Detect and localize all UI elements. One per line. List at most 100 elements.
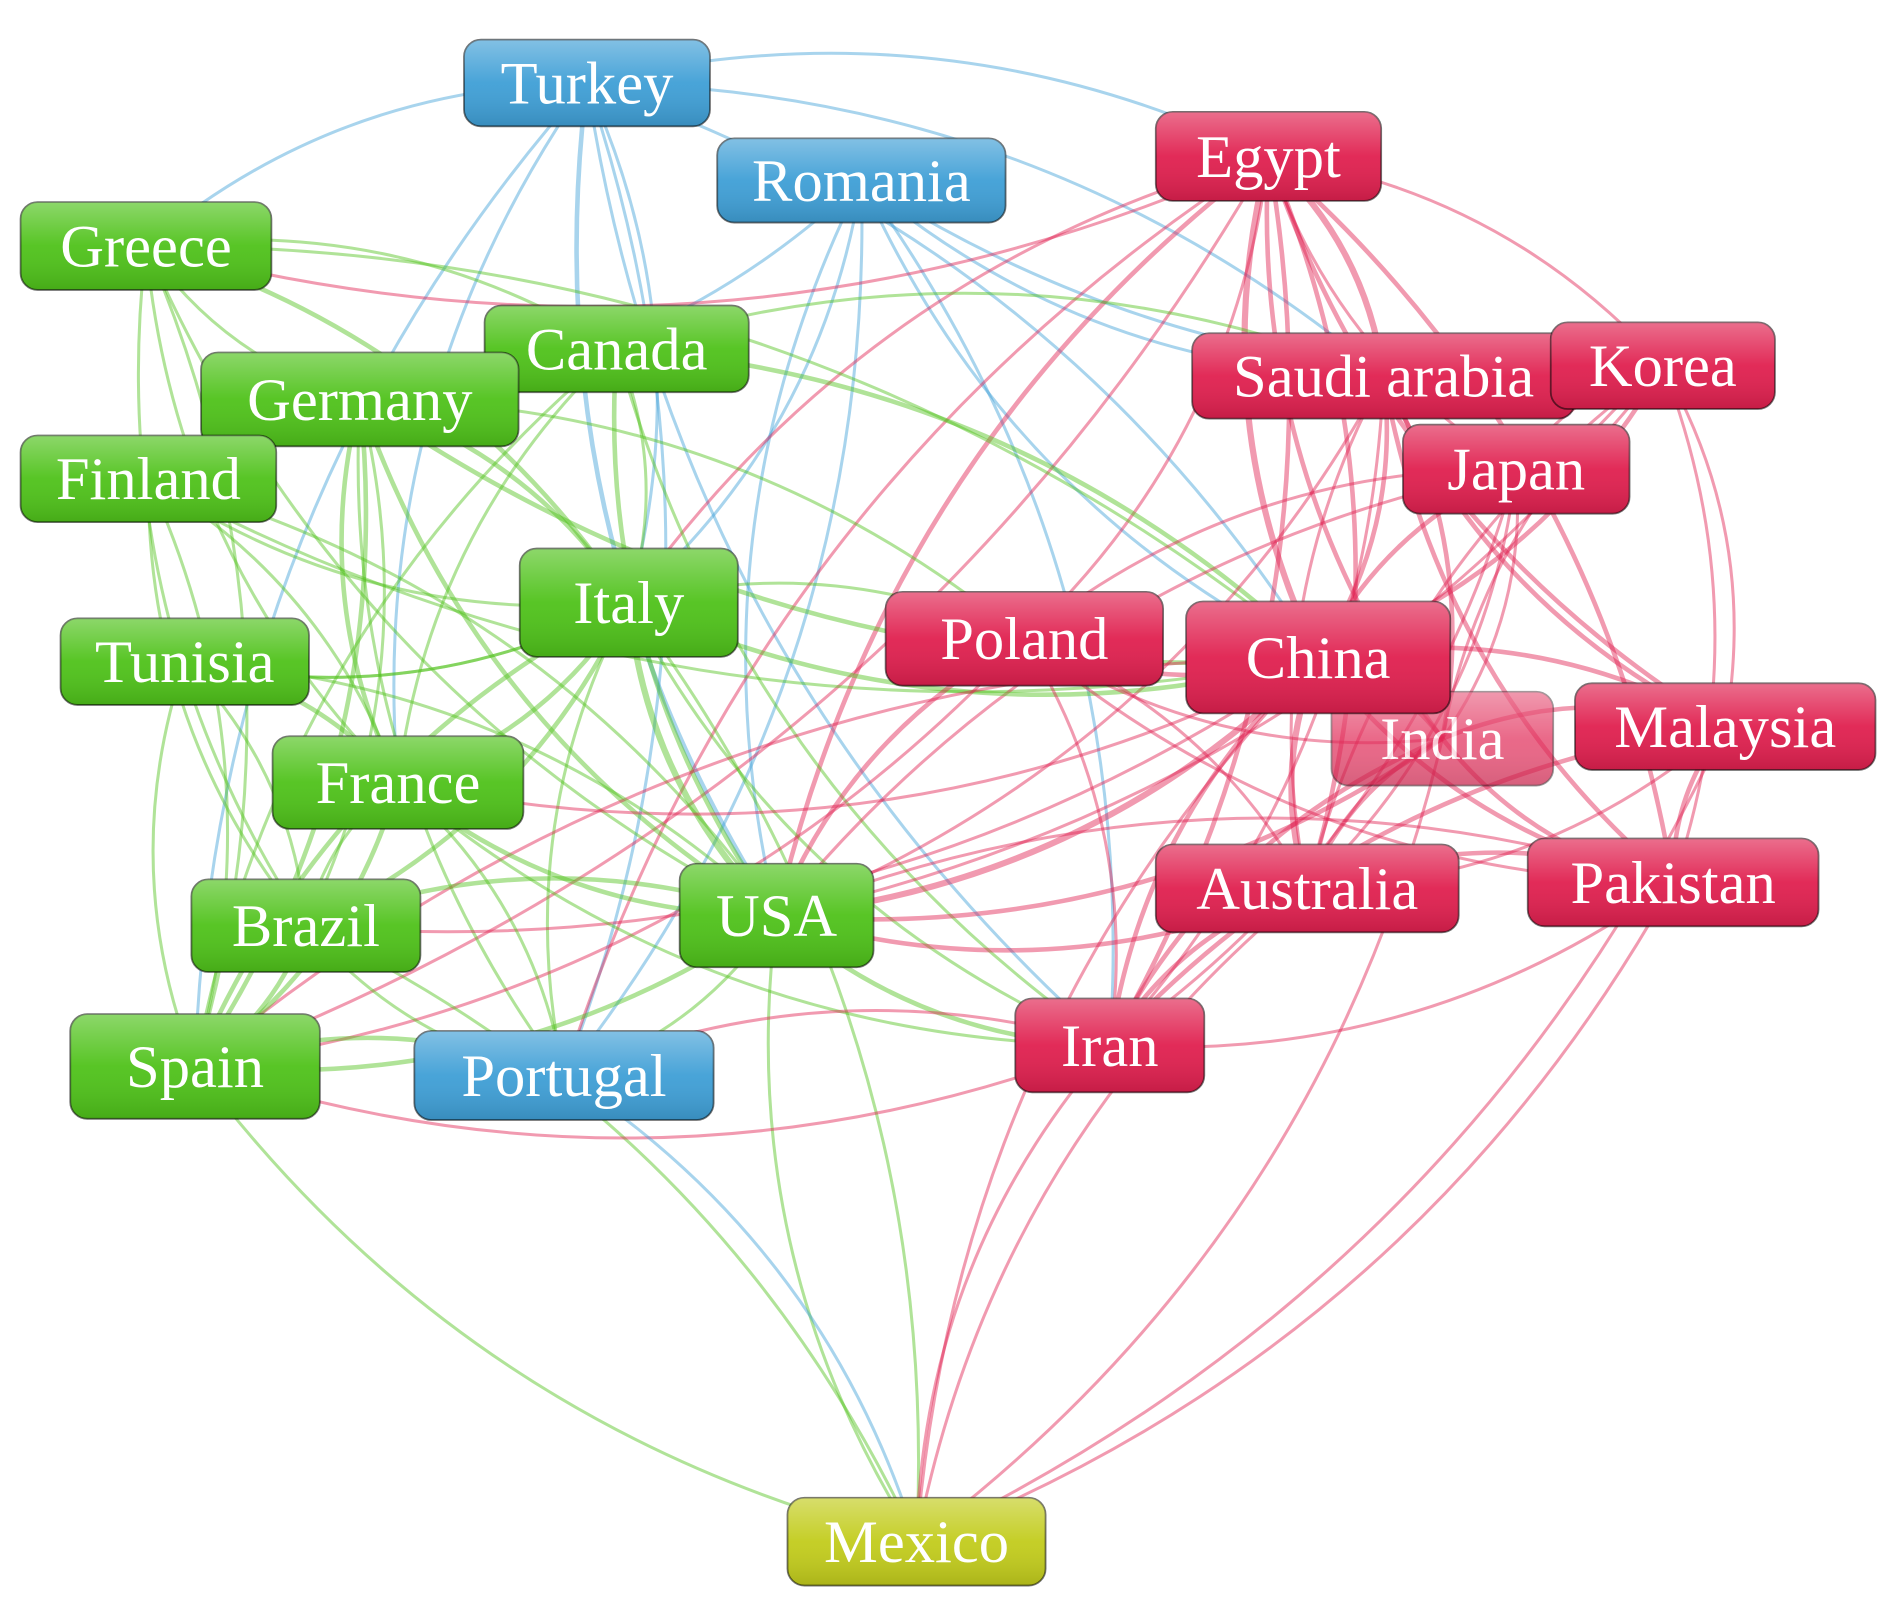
node-gloss <box>201 352 519 447</box>
node-brazil[interactable]: Brazil <box>190 878 422 973</box>
node-gloss <box>1155 844 1459 933</box>
node-label: Greece <box>60 214 231 281</box>
node-turkey[interactable]: Turkey <box>463 38 711 128</box>
node-tunisia[interactable]: Tunisia <box>59 617 310 706</box>
link-egypt-portugal <box>562 155 1270 1076</box>
node-poland[interactable]: Poland <box>884 590 1164 687</box>
link-egypt-usa <box>774 154 1270 917</box>
node-gloss <box>1155 111 1382 201</box>
node-label: China <box>1246 625 1391 692</box>
link-italy-mexico <box>627 601 921 1542</box>
node-label: Brazil <box>232 893 380 960</box>
node-italy[interactable]: Italy <box>518 547 739 658</box>
node-iran[interactable]: Iran <box>1014 997 1206 1094</box>
node-greece[interactable]: Greece <box>19 201 273 291</box>
node-label: Egypt <box>1196 124 1341 191</box>
node-label: Spain <box>126 1034 264 1101</box>
node-label: Finland <box>56 446 241 513</box>
node-spain[interactable]: Spain <box>69 1013 321 1120</box>
node-gloss <box>1186 601 1451 714</box>
link-egypt-spain <box>194 155 1270 1068</box>
link-greece-france <box>144 245 400 784</box>
node-gloss <box>717 138 1006 223</box>
node-label: Germany <box>247 367 472 434</box>
link-japan-iran <box>1108 468 1518 1047</box>
node-australia[interactable]: Australia <box>1154 843 1460 934</box>
link-iran-mexico <box>915 1044 1111 1542</box>
node-gloss <box>20 202 272 290</box>
link-korea-malaysia <box>1661 364 1736 727</box>
node-china[interactable]: China <box>1185 600 1452 715</box>
node-gloss <box>1550 322 1775 410</box>
link-korea-pakistan <box>1661 365 1717 883</box>
node-label: Italy <box>573 570 684 637</box>
node-gloss <box>885 591 1164 686</box>
node-germany[interactable]: Germany <box>200 351 520 448</box>
link-greece-china <box>145 244 1320 659</box>
node-mexico[interactable]: Mexico <box>786 1496 1047 1587</box>
node-japan[interactable]: Japan <box>1402 423 1631 515</box>
node-label: Tunisia <box>95 629 275 696</box>
link-pakistan-mexico <box>915 881 1675 1544</box>
link-portugal-mexico <box>563 1074 918 1543</box>
node-romania[interactable]: Romania <box>716 137 1007 224</box>
node-gloss <box>20 435 277 523</box>
node-gloss <box>484 305 749 393</box>
node-label: Turkey <box>501 51 674 118</box>
node-canada[interactable]: Canada <box>483 304 750 394</box>
node-malaysia[interactable]: Malaysia <box>1574 682 1877 771</box>
node-label: Saudi arabia <box>1233 344 1534 411</box>
node-portugal[interactable]: Portugal <box>413 1030 715 1121</box>
node-label: Pakistan <box>1571 850 1776 917</box>
node-finland[interactable]: Finland <box>19 434 278 524</box>
node-korea[interactable]: Korea <box>1549 321 1776 410</box>
node-usa[interactable]: USA <box>678 862 875 969</box>
node-france[interactable]: France <box>271 735 525 830</box>
link-saudi-usa <box>776 375 1385 917</box>
node-gloss <box>519 548 738 657</box>
node-gloss <box>787 1497 1046 1586</box>
link-china-france <box>397 656 1319 816</box>
node-gloss <box>191 879 421 973</box>
link-turkey-iran <box>585 82 1111 1047</box>
node-egypt[interactable]: Egypt <box>1154 110 1383 202</box>
link-iran-spain <box>194 1044 1111 1140</box>
node-label: USA <box>716 883 838 950</box>
link-egypt-australia <box>1266 155 1358 890</box>
link-italy-portugal <box>545 602 631 1076</box>
link-tunisia-spain <box>151 661 197 1068</box>
node-gloss <box>70 1014 320 1119</box>
link-australia-mexico <box>915 887 1309 1542</box>
link-india-usa <box>776 736 1444 922</box>
node-label: Canada <box>526 317 708 384</box>
link-egypt-italy <box>627 154 1269 604</box>
link-egypt-greece <box>145 155 1270 308</box>
node-label: Iran <box>1061 1013 1159 1080</box>
link-germany-china <box>358 397 1319 665</box>
link-finland-brazil <box>146 478 308 927</box>
link-france-iran <box>397 781 1110 1047</box>
link-usa-mexico <box>766 915 918 1543</box>
node-pakistan[interactable]: Pakistan <box>1526 837 1820 928</box>
node-label: France <box>316 750 481 817</box>
link-germany-usa <box>357 398 778 918</box>
link-poland-iran <box>1023 638 1118 1046</box>
node-gloss <box>60 618 309 705</box>
node-gloss <box>1575 683 1876 770</box>
node-label: Japan <box>1447 437 1585 504</box>
node-gloss <box>414 1030 714 1120</box>
node-gloss <box>1402 424 1630 514</box>
node-label: India <box>1380 706 1504 773</box>
node-saudi[interactable]: Saudi arabia <box>1191 332 1576 420</box>
node-label: Romania <box>752 148 971 215</box>
link-brazil-mexico <box>305 924 918 1543</box>
link-finland-spain <box>147 478 230 1067</box>
node-gloss <box>464 39 710 127</box>
node-india[interactable]: India <box>1330 690 1555 787</box>
node-gloss <box>679 863 874 968</box>
link-germany-france <box>339 398 401 784</box>
link-romania-usa <box>744 179 863 916</box>
